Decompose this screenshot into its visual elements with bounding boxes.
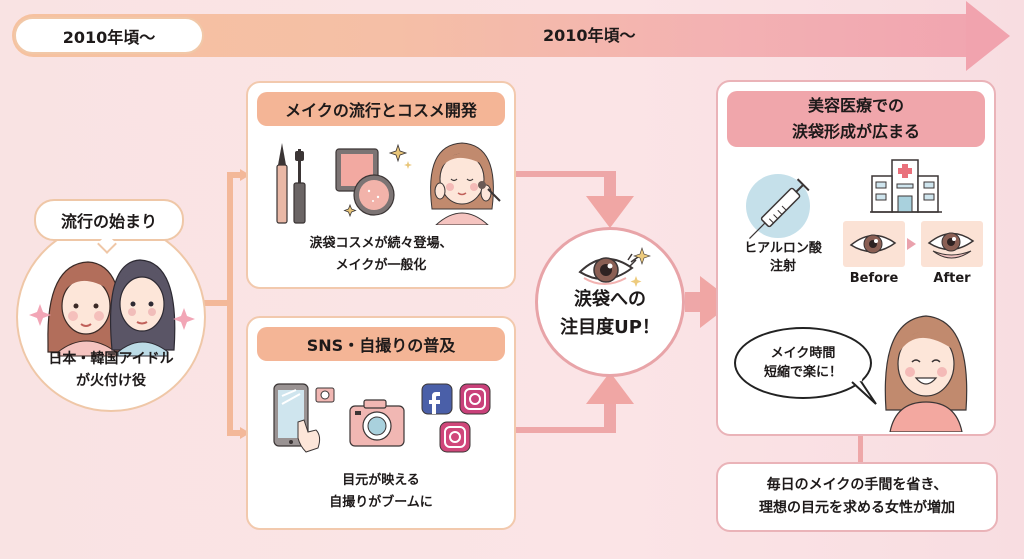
small-camera-icon: [315, 387, 335, 403]
before-after-arrow-icon: [907, 238, 916, 250]
makeup-card-text-line2: メイクが一般化: [335, 258, 427, 273]
connector-sns-to-focus-h: [516, 427, 610, 433]
smartphone-icon: [273, 383, 321, 453]
hospital-icon: [870, 159, 942, 213]
makeup-illustration: [276, 142, 501, 225]
medical-card-title-line2: 涙袋形成が広まる: [791, 122, 920, 141]
speech-line2: 短縮で楽に！: [763, 365, 842, 380]
focus-circle: [535, 227, 685, 377]
mascara-icon: [293, 149, 306, 224]
smiling-woman-icon: [884, 315, 968, 432]
timeline-arrow-head: [966, 1, 1010, 71]
syringe-icon: [746, 174, 810, 239]
before-eye-image: [843, 221, 905, 267]
connector-top-branch: [227, 172, 245, 178]
sns-card-text-line1: 目元が映える: [342, 473, 420, 488]
arrow-up-to-focus-icon: [586, 372, 634, 404]
start-caption: 日本・韓国アイドル が火付け役: [20, 348, 202, 392]
makeup-card-text-line1: 涙袋コスメが続々登場、: [309, 236, 453, 251]
conclusion-box: 毎日のメイクの手間を省き、 理想の目元を求める女性が増加: [716, 462, 998, 532]
before-eye-icon: [849, 234, 897, 254]
injection-label-line2: 注射: [769, 259, 796, 274]
connector-sns-to-focus-v: [604, 400, 616, 433]
sns-card-text-line2: 自撮りがブームに: [329, 495, 433, 510]
speech-line1: メイク時間: [770, 346, 836, 361]
injection-label-line1: ヒアルロン酸: [744, 241, 822, 256]
sns-illustration: [273, 383, 491, 453]
start-title: 流行の始まり: [60, 212, 157, 231]
facebook-icon: [421, 383, 453, 415]
timeline-start-label: 2010年頃〜: [62, 27, 156, 47]
timeline-main-label: 2010年頃〜: [543, 26, 636, 45]
instagram-icon: [439, 383, 491, 453]
focus-line2: 注目度UP！: [560, 317, 660, 338]
two-idol-women-icon: [29, 259, 195, 357]
arrow-down-to-focus-icon: [586, 196, 634, 228]
start-title-bubble: 流行の始まり: [34, 199, 184, 241]
focus-line1: 涙袋への: [574, 289, 646, 310]
conclusion-line1: 毎日のメイクの手間を省き、: [766, 477, 948, 493]
woman-applying-makeup-icon: [430, 142, 501, 225]
timeline-start-pill: 2010年頃〜: [14, 17, 204, 54]
after-label: After: [933, 271, 971, 286]
arrow-to-sns-card-icon: [240, 427, 250, 439]
speech-bubble: メイク時間 短縮で楽に！: [734, 327, 872, 399]
eyeliner-icon: [276, 143, 288, 224]
makeup-trend-card: メイクの流行とコスメ開発: [246, 81, 516, 289]
sns-card-text: 目元が映える 自撮りがブームに: [248, 470, 514, 514]
makeup-card-title: メイクの流行とコスメ開発: [285, 101, 477, 120]
makeup-card-header: メイクの流行とコスメ開発: [257, 92, 505, 126]
medical-card-header: 美容医療での 涙袋形成が広まる: [727, 91, 985, 147]
connector-vertical-bracket: [227, 172, 233, 436]
start-circle: [16, 222, 206, 412]
arrow-to-makeup-card-icon: [240, 169, 250, 181]
medical-card-title-line1: 美容医療での: [807, 96, 904, 115]
injection-label: ヒアルロン酸 注射: [720, 240, 846, 276]
connector-makeup-to-focus-v: [604, 171, 616, 199]
start-caption-line1: 日本・韓国アイドル: [48, 351, 174, 367]
eye-icon: [578, 247, 651, 287]
sns-card-title: SNS・自撮りの普及: [306, 336, 456, 355]
sns-selfie-card: SNS・自撮りの普及: [246, 316, 516, 530]
connector-bottom-branch: [227, 430, 245, 436]
conclusion-line2: 理想の目元を求める女性が増加: [759, 500, 955, 516]
connector-makeup-to-focus-h: [516, 171, 610, 177]
makeup-card-text: 涙袋コスメが続々登場、 メイクが一般化: [248, 233, 514, 277]
sns-card-header: SNS・自撮りの普及: [257, 327, 505, 361]
before-label: Before: [849, 271, 899, 286]
after-eye-icon: [927, 232, 975, 259]
focus-text: 涙袋への 注目度UP！: [535, 286, 685, 342]
sparkle-icon: [343, 143, 412, 218]
camera-icon: [349, 399, 405, 447]
connector-focus-to-medical: [685, 292, 701, 312]
eyeshadow-palette-icon: [335, 148, 395, 216]
connector-start-horizontal: [204, 300, 230, 306]
connector-medical-to-conclusion: [858, 436, 863, 462]
start-caption-line2: が火付け役: [76, 373, 146, 389]
speech-bubble-tail: [851, 378, 877, 405]
after-eye-image: [921, 221, 983, 267]
